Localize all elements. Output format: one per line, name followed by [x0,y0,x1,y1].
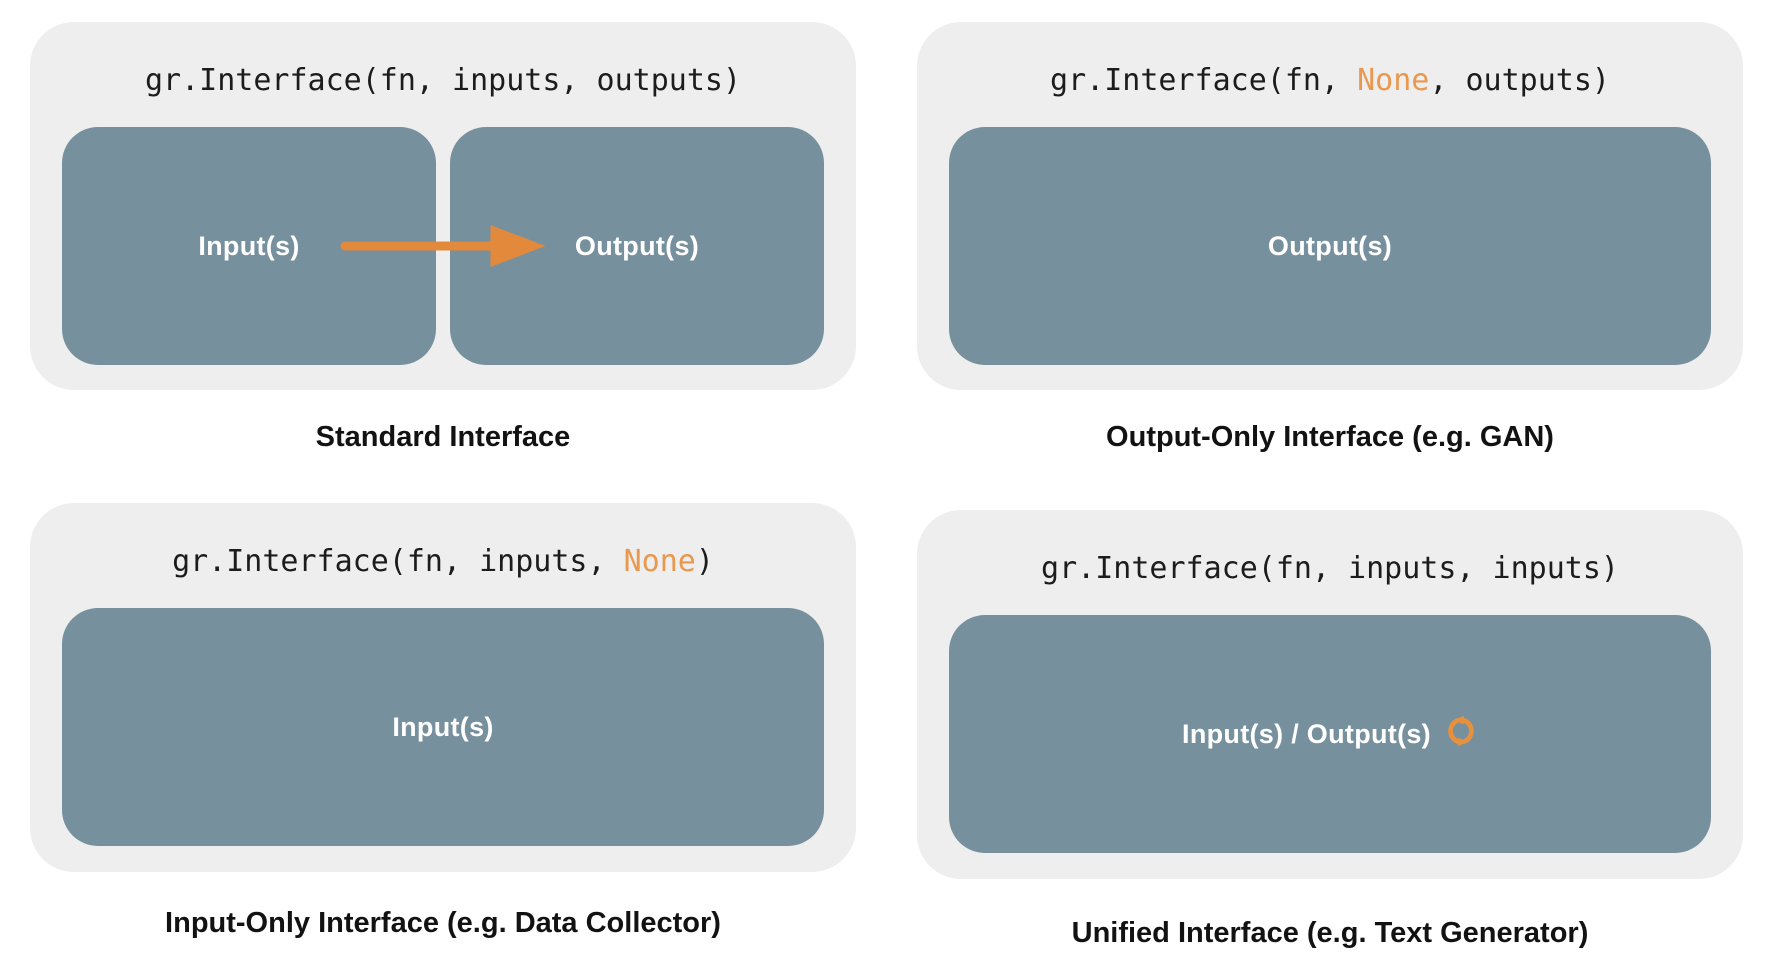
code-snippet: gr.Interface(fn, None, outputs) [949,62,1711,100]
code-none-highlight: None [1357,63,1430,98]
code-text: ) [695,544,714,579]
code-text: gr.Interface(fn, [1050,63,1358,98]
panel-output-only-interface: gr.Interface(fn, None, outputs) Output(s… [917,22,1743,390]
outputs-box: Output(s) [949,127,1711,365]
inputs-box: Input(s) [62,127,436,365]
code-text: gr.Interface(fn, inputs, [172,544,624,579]
boxes-row: Output(s) [949,127,1711,365]
panel-unified-interface: gr.Interface(fn, inputs, inputs) Input(s… [917,510,1743,879]
panel-standard-interface: gr.Interface(fn, inputs, outputs) Input(… [30,22,856,390]
inputs-box: Input(s) [62,608,824,846]
code-text: gr.Interface(fn, inputs, inputs) [1041,551,1619,586]
code-snippet: gr.Interface(fn, inputs, outputs) [62,62,824,100]
inputs-outputs-box-label: Input(s) / Output(s) [1182,718,1431,749]
code-snippet: gr.Interface(fn, inputs, inputs) [949,550,1711,588]
code-text: , outputs) [1429,63,1610,98]
outputs-box: Output(s) [450,127,824,365]
cycle-icon [1444,714,1478,755]
boxes-row: Input(s) Output(s) [62,127,824,365]
caption-output-only-interface: Output-Only Interface (e.g. GAN) [1106,421,1554,453]
code-none-highlight: None [623,544,696,579]
code-text: gr.Interface(fn, inputs, outputs) [144,63,742,98]
caption-input-only-interface: Input-Only Interface (e.g. Data Collecto… [165,907,721,939]
code-snippet: gr.Interface(fn, inputs, None) [62,543,824,581]
boxes-row: Input(s) / Output(s) [949,615,1711,853]
caption-standard-interface: Standard Interface [315,421,571,453]
inputs-box-label: Input(s) [392,711,494,742]
inputs-box-label: Input(s) [198,230,300,261]
boxes-row: Input(s) [62,608,824,846]
inputs-outputs-box: Input(s) / Output(s) [949,615,1711,853]
caption-unified-interface: Unified Interface (e.g. Text Generator) [1071,917,1589,949]
outputs-box-label: Output(s) [574,230,700,261]
panel-input-only-interface: gr.Interface(fn, inputs, None) Input(s) [30,503,856,872]
outputs-box-label: Output(s) [1267,230,1393,261]
